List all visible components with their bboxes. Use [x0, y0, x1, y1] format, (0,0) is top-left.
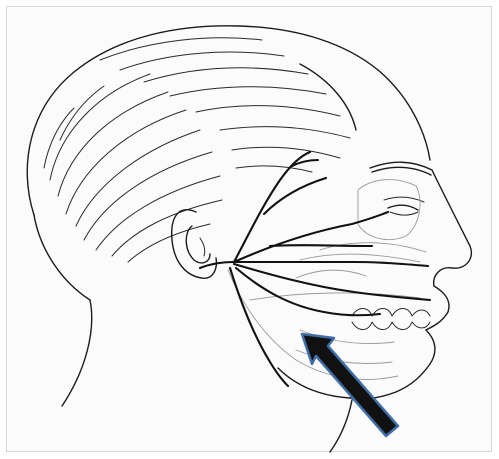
hair-strokes [44, 38, 356, 262]
arrow-icon [302, 334, 398, 436]
head-outline [27, 26, 471, 452]
ear [172, 210, 217, 279]
eye [384, 197, 424, 215]
